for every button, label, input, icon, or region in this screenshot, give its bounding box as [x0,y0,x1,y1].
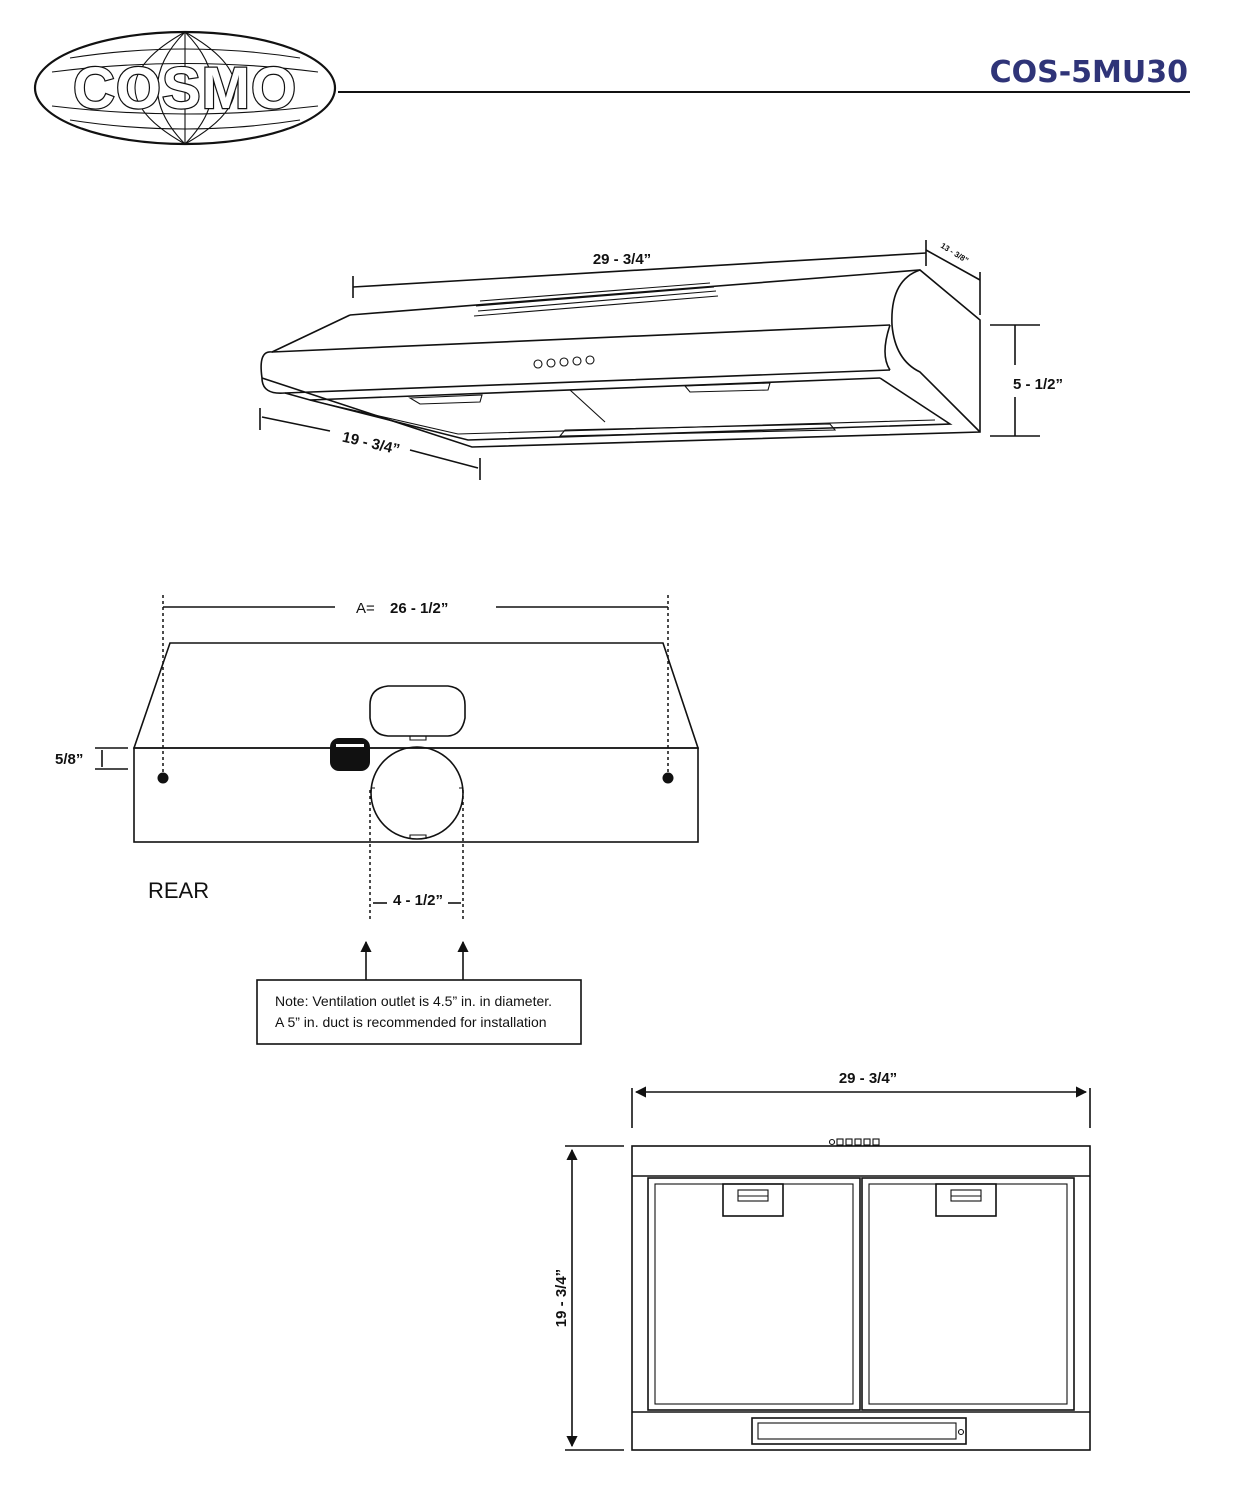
bottom-width-label: 29 - 3/4” [839,1070,897,1087]
model-number: COS-5MU30 [990,55,1188,90]
rear-view-label: REAR [148,878,209,903]
perspective-depth-label: 19 - 3/4” [341,429,402,459]
cosmo-logo: COSMO [33,30,337,146]
note-line-1: Note: Ventilation outlet is 4.5” in. in … [275,993,552,1009]
mount-hole-left [157,772,169,784]
bottom-depth-label: 19 - 3/4” [553,1269,570,1327]
perspective-width-label: 29 - 3/4” [593,251,651,268]
perspective-back-depth-label: 13 - 3/8” [939,241,970,265]
logo-text: COSMO [73,56,297,121]
perspective-height-label: 5 - 1/2” [1013,376,1063,393]
rear-a-label: A= [356,600,375,617]
note-line-2: A 5” in. duct is recommended for install… [275,1014,547,1030]
rear-view: A= 26 - 1/2” 5/8” 4 - 1/2” REAR Note: Ve… [55,595,700,1045]
hood-perspective: 29 - 3/4” 13 - 3/8” 5 - 1/2” 19 - 3/4” [259,240,1063,480]
rear-offset-label: 5/8” [55,751,83,768]
outlet-diameter-label: 4 - 1/2” [393,892,443,909]
power-cord-plug [330,738,370,771]
rear-a-value: 26 - 1/2” [390,600,448,617]
ventilation-note-box [256,979,582,1045]
mount-hole-right [662,772,674,784]
bottom-view: 29 - 3/4” 19 - 3/4” [553,1070,1091,1451]
